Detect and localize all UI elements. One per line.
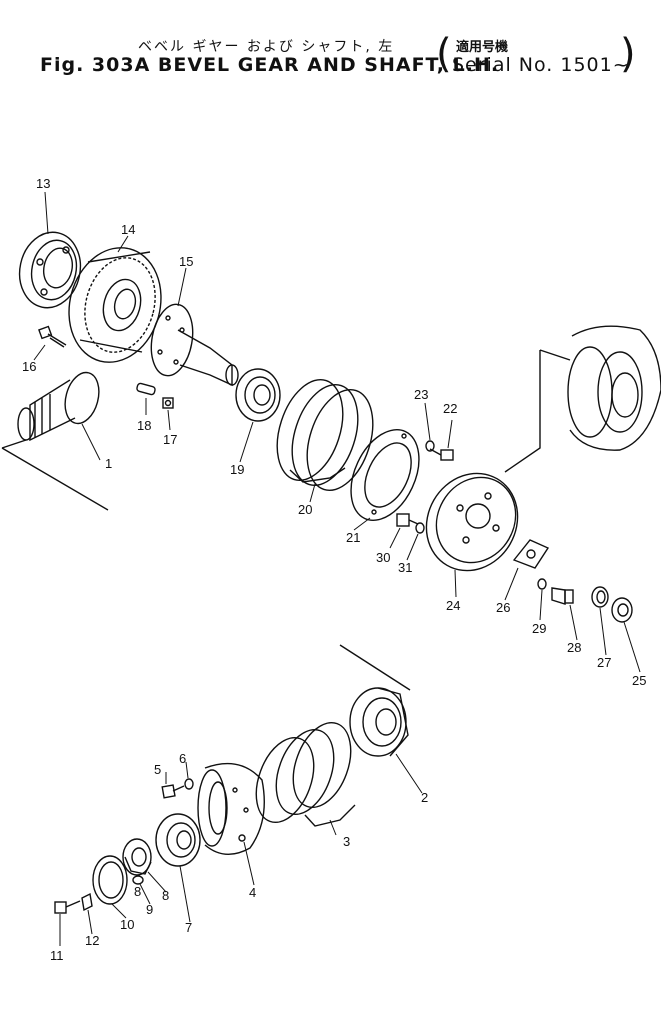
nut-part-25 (611, 597, 633, 623)
label-part-31: 31 (398, 560, 412, 575)
seal-part-27 (591, 586, 609, 608)
label-part-24: 24 (446, 598, 460, 613)
bolt-part-28 (551, 587, 574, 605)
bolt-part-30 (396, 513, 419, 527)
pin-part-18 (136, 382, 156, 396)
bearing-part-2 (339, 644, 411, 757)
bearing-part-19 (235, 368, 281, 422)
label-part-7: 7 (185, 920, 192, 935)
part-number-labels: 13 14 15 16 18 17 1 19 20 21 23 22 30 31… (22, 176, 646, 963)
bearing-part-13 (18, 231, 82, 309)
label-part-2: 2 (421, 790, 428, 805)
label-part-20: 20 (298, 502, 312, 517)
title-japanese: ベベル ギヤー および シャフト, 左 (138, 39, 395, 55)
housing-part-4 (197, 762, 265, 855)
pinion-shaft-part-1 (1, 371, 109, 511)
label-part-11: 11 (50, 948, 64, 963)
bolt-part-11 (54, 900, 81, 914)
shim-set-part-3 (255, 722, 356, 827)
label-part-8: 8 (162, 888, 169, 903)
bearing-part-7 (155, 813, 201, 867)
label-part-14: 14 (121, 222, 135, 237)
label-part-26: 26 (496, 600, 510, 615)
bolt-part-5 (161, 784, 185, 799)
label-part-30: 30 (376, 550, 390, 565)
label-part-25: 25 (632, 673, 646, 688)
label-part-5: 5 (154, 762, 161, 777)
label-part-10: 10 (120, 917, 134, 932)
label-part-16: 16 (22, 359, 36, 374)
label-part-4: 4 (249, 885, 256, 900)
label-part-3: 3 (343, 834, 350, 849)
left-parenthesis: ( (436, 31, 452, 77)
bolt-part-22 (429, 448, 454, 461)
washer-part-6 (184, 778, 194, 790)
lock-washer-part-9 (132, 875, 144, 885)
washer-part-23 (425, 440, 435, 452)
nut-part-8 (122, 838, 152, 876)
label-part-15: 15 (179, 254, 193, 269)
label-part-22: 22 (443, 401, 457, 416)
lock-part-12 (81, 892, 93, 912)
nut-part-17 (162, 397, 174, 409)
label-part-23: 23 (414, 387, 428, 402)
figure-header: ベベル ギヤー および シャフト, 左 Fig. 303A BEVEL GEAR… (0, 0, 661, 90)
label-part-6: 6 (179, 751, 186, 766)
disc-plate-part-24 (425, 472, 519, 572)
label-part-18: 18 (137, 418, 151, 433)
cover-plate-part-21 (350, 428, 420, 522)
serial-label-japanese: 適用号機 (456, 40, 509, 55)
label-part-29: 29 (532, 621, 546, 636)
bevel-ring-gear-part-14 (68, 247, 162, 363)
shim-set-part-20 (276, 378, 374, 492)
label-part-19: 19 (230, 462, 244, 477)
label-part-27: 27 (597, 655, 611, 670)
washer-part-29 (537, 578, 547, 590)
label-part-28: 28 (567, 640, 581, 655)
retainer-plate-part-10 (92, 855, 128, 905)
bolt-part-16 (38, 325, 67, 348)
lock-plate-part-26 (512, 539, 550, 569)
washer-part-31 (415, 522, 425, 534)
label-part-13: 13 (36, 176, 50, 191)
label-part-9: 9 (146, 902, 153, 917)
leader-lines (33, 191, 641, 946)
figure-title: Fig. 303A BEVEL GEAR AND SHAFT, L.H. (40, 54, 500, 76)
flange-shaft-part-15 (150, 303, 239, 387)
label-part-1: 1 (105, 456, 112, 471)
label-part-12: 12 (85, 933, 99, 948)
right-parenthesis: ) (620, 31, 636, 77)
label-part-17: 17 (163, 432, 177, 447)
serial-number-range: Serial No. 1501~ (452, 54, 630, 76)
label-part-21: 21 (346, 530, 360, 545)
label-part-8-lower: 8 (134, 884, 141, 899)
wheel-reference (504, 325, 661, 473)
